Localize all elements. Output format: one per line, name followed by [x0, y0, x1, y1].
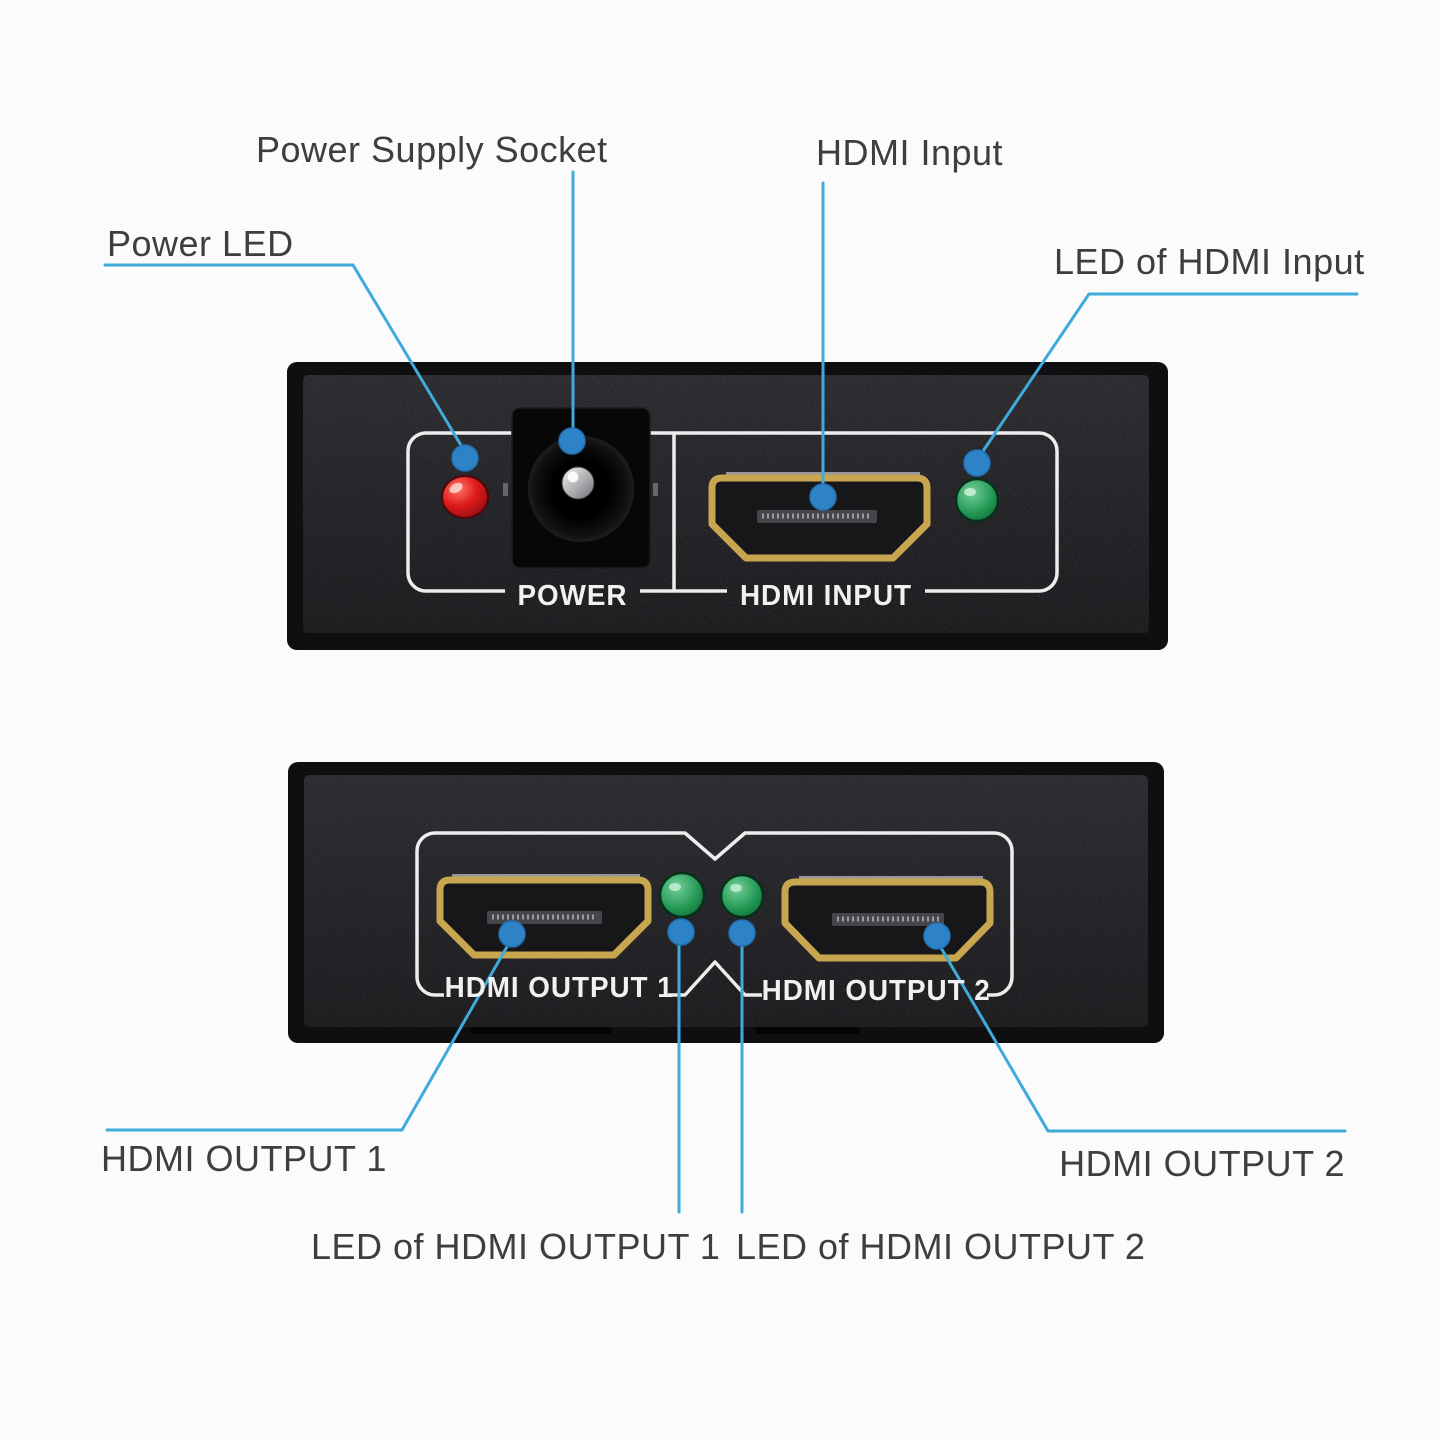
callout-line-led-of-hdmi-input: [975, 292, 1359, 462]
callout-dot-led-of-hdmi-output-1: [667, 918, 695, 946]
power-supply-socket: [503, 407, 658, 569]
callout-dot-power-led: [451, 444, 479, 472]
callout-line-hdmi-output-2: [935, 939, 1347, 1133]
label-hdmi-output-1: HDMI OUTPUT 1: [101, 1138, 387, 1179]
label-led-of-hdmi-output-1: LED of HDMI OUTPUT 1: [311, 1226, 721, 1267]
panel-text-power: POWER: [517, 580, 628, 612]
label-hdmi-input: HDMI Input: [816, 132, 1004, 173]
callout-dot-led-of-hdmi-input: [963, 449, 991, 477]
hdmi-output-2-led: [719, 873, 765, 919]
label-power-led: Power LED: [107, 223, 294, 264]
callout-dot-hdmi-output-1: [498, 920, 526, 948]
label-led-of-hdmi-input: LED of HDMI Input: [1054, 241, 1365, 282]
callout-dot-hdmi-output-2: [923, 922, 951, 950]
label-led-of-hdmi-output-2: LED of HDMI OUTPUT 2: [736, 1226, 1146, 1267]
chassis-slot-right: [755, 1027, 860, 1034]
label-hdmi-output-2: HDMI OUTPUT 2: [1059, 1143, 1345, 1184]
callout-line-hdmi-output-1: [105, 936, 514, 1132]
label-power-supply-socket: Power Supply Socket: [256, 129, 608, 170]
hdmi-input-led: [954, 477, 1000, 523]
callout-dot-hdmi-input: [809, 483, 837, 511]
chassis-slot-left: [470, 1027, 612, 1034]
panel-text-hdmi-output-2: HDMI OUTPUT 2: [761, 975, 991, 1007]
panel-text-hdmi-output-1: HDMI OUTPUT 1: [444, 972, 674, 1004]
hdmi-output-1-port: [436, 874, 652, 959]
callout-dot-led-of-hdmi-output-2: [728, 919, 756, 947]
power-led: [441, 475, 489, 519]
socket-center-pin: [561, 466, 595, 500]
hdmi-output-2-port: [781, 876, 994, 962]
panel-text-hdmi-input: HDMI INPUT: [739, 580, 912, 612]
callout-dot-power-supply-socket: [558, 427, 586, 455]
bottom-device: [288, 762, 1164, 1043]
top-panel-outline: [406, 431, 1059, 593]
callout-line-power-led: [103, 263, 467, 454]
hdmi-output-1-led: [658, 871, 706, 919]
